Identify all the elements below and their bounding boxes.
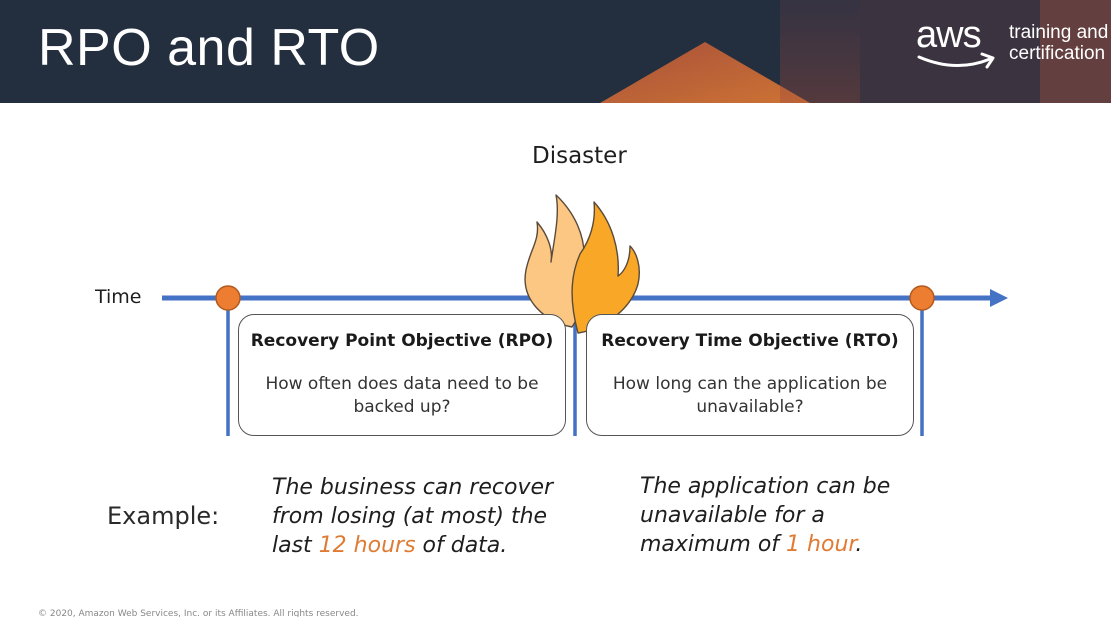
slide-title: RPO and RTO: [38, 19, 380, 77]
disaster-label: Disaster: [532, 143, 627, 169]
example-label: Example:: [107, 502, 220, 530]
slide-header: RPO and RTO aws training and certificati…: [0, 0, 1111, 103]
copyright-footer: © 2020, Amazon Web Services, Inc. or its…: [38, 609, 359, 617]
arrow-head-icon: [990, 289, 1008, 307]
rpo-description: How often does data need to be backed up…: [265, 374, 539, 417]
header-decoration: [600, 0, 1111, 103]
time-axis-label: Time: [95, 286, 142, 308]
rpo-heading: Recovery Point Objective (RPO): [250, 331, 554, 351]
rto-marker: [909, 285, 935, 311]
rto-box: Recovery Time Objective (RTO) How long c…: [586, 314, 914, 436]
rto-example: The application can be unavailable for a…: [640, 474, 891, 557]
fire-icon: [524, 194, 640, 334]
rto-example-highlight: 1 hour: [786, 532, 856, 557]
aws-logo: aws training and certification: [914, 14, 1111, 78]
aws-wordmark: aws: [916, 14, 982, 56]
rpo-example-highlight: 12 hours: [318, 533, 416, 558]
rpo-example: The business can recover from losing (at…: [272, 475, 554, 558]
aws-smile-icon: [917, 52, 995, 69]
brand-subtitle: training and certification: [1009, 22, 1109, 64]
rpo-box: Recovery Point Objective (RPO) How often…: [238, 314, 566, 436]
rpo-marker: [215, 285, 241, 311]
rto-heading: Recovery Time Objective (RTO): [601, 331, 899, 351]
rto-description: How long can the application be unavaila…: [612, 374, 888, 417]
